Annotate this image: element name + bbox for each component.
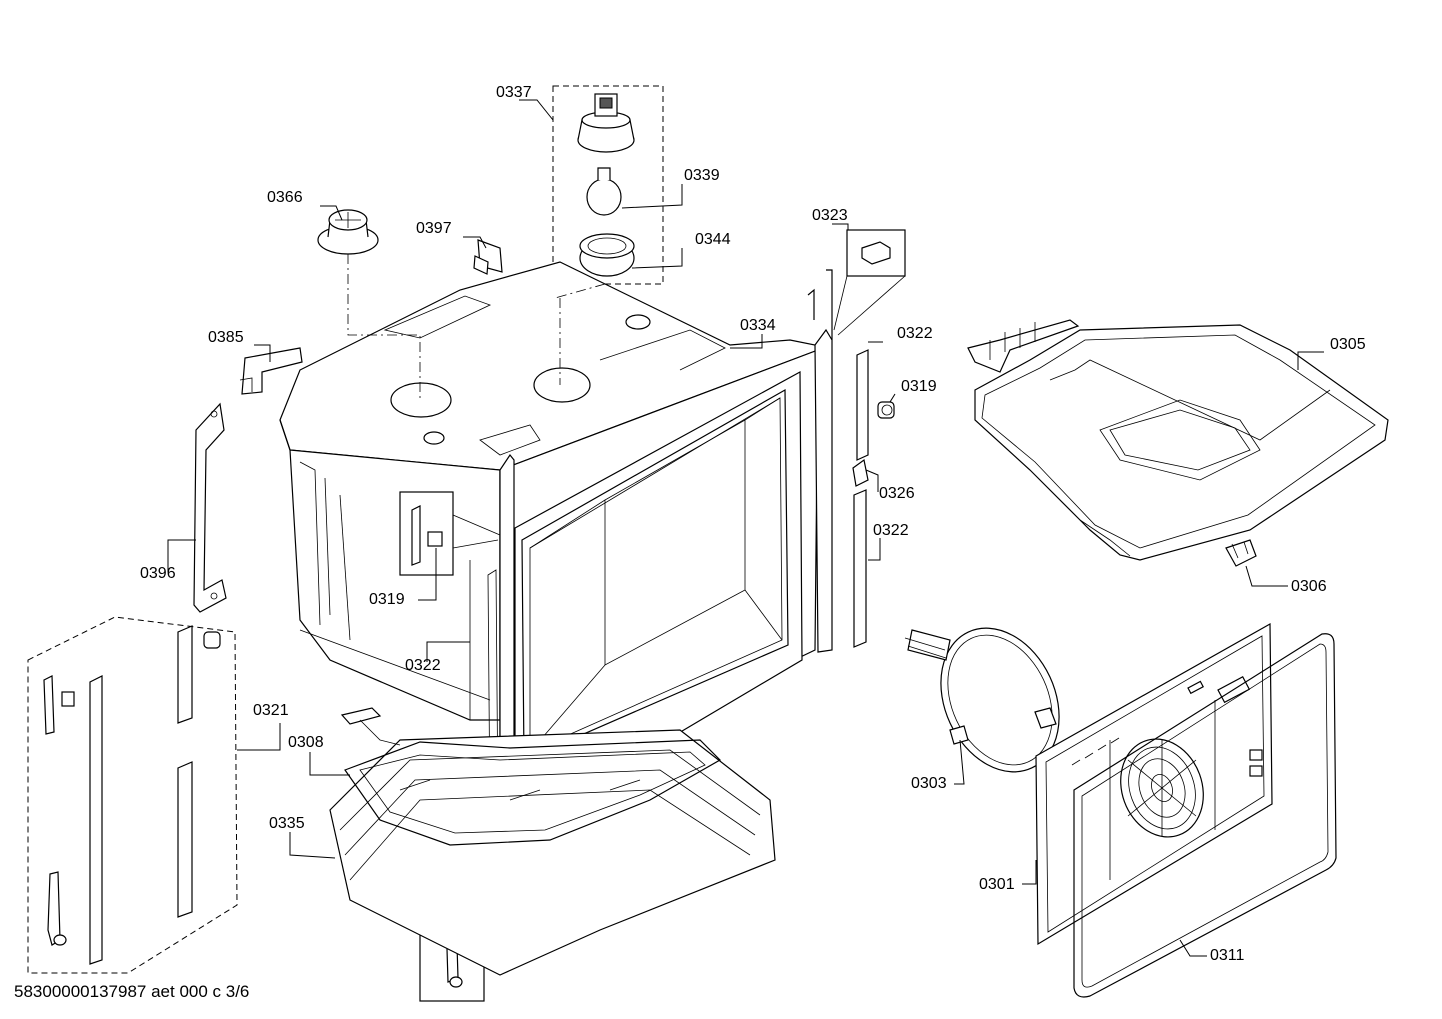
label-0344: 0344 — [695, 231, 731, 248]
clip-0306 — [1225, 539, 1257, 567]
inset-0319 — [399, 491, 501, 576]
side-strip-0396 — [193, 402, 227, 613]
vent-cap — [317, 209, 379, 255]
label-0323: 0323 — [812, 207, 848, 224]
kit-0321 — [27, 616, 238, 974]
label-0306: 0306 — [1291, 578, 1327, 595]
leader-lines — [167, 99, 1324, 957]
label-0305: 0305 — [1330, 336, 1366, 353]
label-0339: 0339 — [684, 167, 720, 184]
label-0335: 0335 — [269, 815, 305, 832]
back-panel-fan — [1035, 622, 1273, 946]
label-0321: 0321 — [253, 702, 289, 719]
label-0334: 0334 — [740, 317, 776, 334]
grill-heater — [967, 319, 1389, 561]
label-0326: 0326 — [879, 485, 915, 502]
bracket-0397 — [473, 239, 503, 275]
bottom-heater-insulation — [329, 707, 776, 976]
document-id: 58300000137987 aet 000 c 3/6 — [14, 982, 250, 1001]
label-0319-right: 0319 — [901, 378, 937, 395]
label-0319-inset: 0319 — [369, 591, 405, 608]
clip-0323 — [833, 229, 906, 336]
label-0311: 0311 — [1210, 947, 1245, 964]
label-0397: 0397 — [416, 220, 452, 237]
label-0322-top: 0322 — [897, 325, 933, 342]
circular-heater — [904, 627, 1060, 773]
lamp-assembly — [552, 85, 664, 285]
label-0322-center: 0322 — [405, 657, 441, 674]
label-0308: 0308 — [288, 734, 324, 751]
oven-cavity — [279, 261, 833, 839]
bracket-0385 — [239, 347, 303, 395]
label-0322-right: 0322 — [873, 522, 909, 539]
assembly-axes — [347, 254, 606, 400]
label-0385: 0385 — [208, 329, 244, 346]
door-seal — [1073, 633, 1337, 998]
label-0301: 0301 — [979, 876, 1015, 893]
label-0396: 0396 — [140, 565, 176, 582]
label-0366: 0366 — [267, 189, 303, 206]
strips-right — [852, 349, 895, 648]
label-0337: 0337 — [496, 84, 532, 101]
label-0303: 0303 — [911, 775, 947, 792]
